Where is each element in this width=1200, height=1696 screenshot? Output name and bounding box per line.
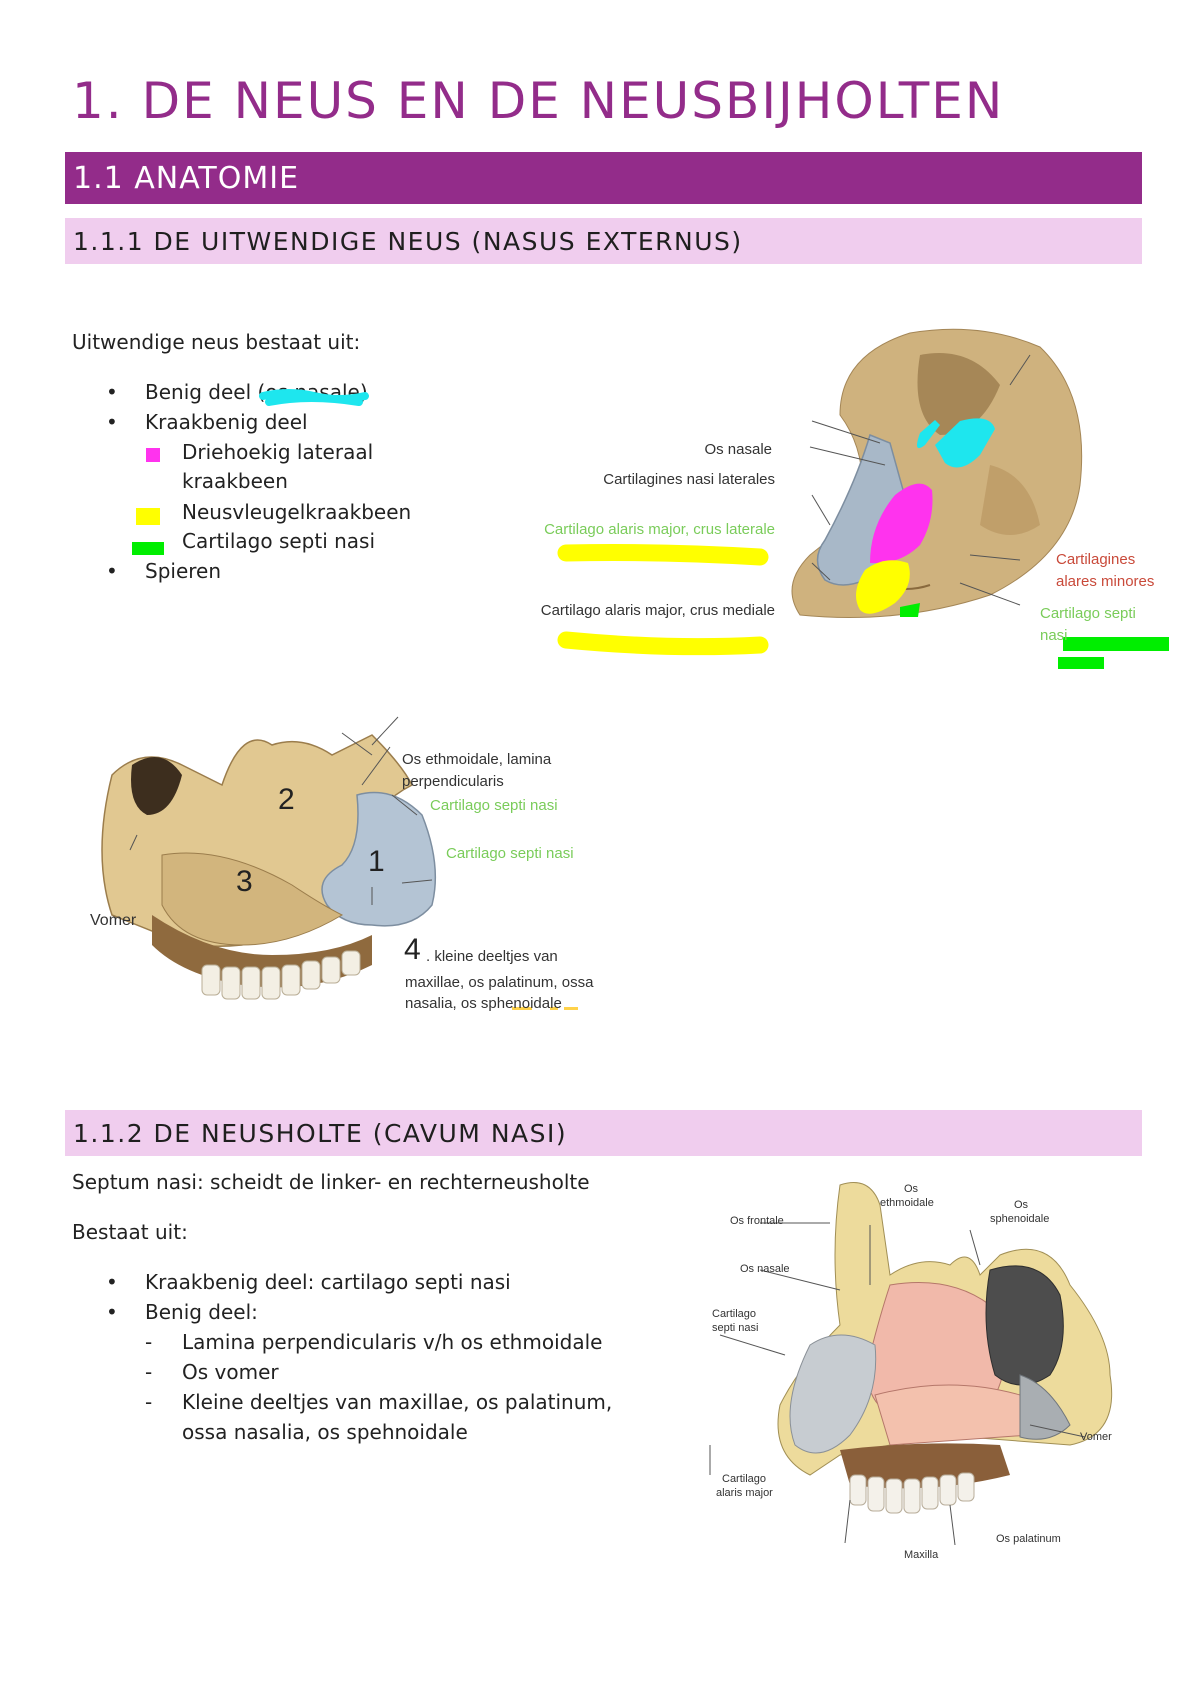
list-item-spieren: Spieren — [145, 559, 222, 583]
label-ethmoidale-2: perpendicularis — [402, 773, 504, 790]
label-maxilla: Maxilla — [904, 1549, 939, 1561]
label-septi-1: Cartilago septi — [1040, 605, 1136, 622]
nasal-septum-illustration-icon — [101, 716, 578, 1010]
cyan-scribble-icon — [259, 389, 370, 406]
bullet-icon: • — [106, 1270, 118, 1294]
label-alaris-2: alaris major — [716, 1487, 773, 1499]
magenta-square-icon — [146, 448, 160, 462]
label-nasale: Os nasale — [740, 1263, 790, 1275]
list-item-kleine: Kleine deeltjes van maxillae, os palatin… — [182, 1390, 613, 1414]
list-item-kleine-cont: ossa nasalia, os spehnoidale — [182, 1420, 468, 1444]
label-spheno-1: Os — [1014, 1199, 1029, 1211]
label-kleine-2: maxillae, os palatinum, ossa — [405, 974, 594, 991]
list-item-driehoek-cont: kraakbeen — [182, 469, 288, 493]
label-crus-mediale: Cartilago alaris major, crus mediale — [540, 602, 775, 619]
label-alares-1: Cartilagines — [1056, 551, 1136, 568]
bullet-icon: • — [106, 380, 118, 404]
label-os-nasale: Os nasale — [704, 441, 772, 458]
yellow-square-icon — [136, 508, 160, 525]
label-palatinum: Os palatinum — [996, 1533, 1061, 1545]
bullet-icon: • — [106, 410, 118, 434]
label-cart-1: Cartilago — [712, 1308, 757, 1320]
label-ethmo-1: Os — [904, 1183, 919, 1195]
list-item-benig-2: Benig deel: — [145, 1300, 258, 1324]
label-ethmoidale-1: Os ethmoidale, lamina — [402, 751, 552, 768]
figure-external-nose: Os nasale Cartilagines nasi laterales Ca… — [540, 325, 1180, 685]
subsection-heading-neusholte: 1.1.2 DE NEUSHOLTE (CAVUM NASI) — [65, 1110, 1142, 1156]
bestaat-text: Bestaat uit: — [72, 1220, 188, 1244]
label-crus-laterale: Cartilago alaris major, crus laterale — [544, 521, 775, 538]
label-septi-a: Cartilago septi nasi — [430, 797, 558, 814]
cavum-nasi-illustration-icon — [709, 1182, 1113, 1546]
list-item-driehoek: Driehoekig lateraal — [182, 440, 374, 464]
section-heading-text: 1.1 ANATOMIE — [73, 161, 300, 196]
number-3: 3 — [236, 865, 253, 898]
number-1: 1 — [368, 845, 385, 878]
label-alaris-1: Cartilago — [722, 1473, 767, 1485]
highlighted-text: os nasale — [259, 380, 370, 406]
label-septi-b: Cartilago septi nasi — [446, 845, 574, 862]
page-title: 1. DE NEUS EN DE NEUSBIJHOLTEN — [72, 72, 1005, 130]
label-cartilagines-laterales: Cartilagines nasi laterales — [603, 471, 775, 488]
number-2: 2 — [278, 783, 295, 816]
list-item-benig: Benig deel (os nasale) — [145, 380, 370, 406]
label-cart-2: septi nasi — [712, 1322, 759, 1334]
figure-nasal-septum: Os ethmoidale, lamina perpendicularis Ca… — [72, 705, 632, 1035]
label-frontale: Os frontale — [730, 1215, 784, 1227]
septum-text: Septum nasi: scheidt de linker- en recht… — [72, 1170, 590, 1194]
label-spheno-2: sphenoidale — [990, 1213, 1050, 1225]
subsection-heading-uitwendige-neus: 1.1.1 DE UITWENDIGE NEUS (NASUS EXTERNUS… — [65, 218, 1142, 264]
list-item-kraak: Kraakbenig deel — [145, 410, 308, 434]
label-ethmo-2: ethmoidale — [880, 1197, 934, 1209]
subsection-heading-text: 1.1.1 DE UITWENDIGE NEUS (NASUS EXTERNUS… — [73, 227, 743, 256]
list-item-septi: Cartilago septi nasi — [182, 529, 376, 553]
list-item-lamina: Lamina perpendicularis v/h os ethmoidale — [182, 1330, 603, 1354]
label-septi-2: nasi — [1040, 627, 1068, 644]
number-4: 4 — [404, 933, 421, 966]
list-item-vomer: Os vomer — [182, 1360, 279, 1384]
external-nose-illustration-icon — [557, 328, 1169, 669]
subsection-heading-text: 1.1.2 DE NEUSHOLTE (CAVUM NASI) — [73, 1119, 568, 1148]
section-heading-anatomie: 1.1 ANATOMIE — [65, 152, 1142, 204]
label-kleine-1: . kleine deeltjes van — [426, 948, 558, 965]
label-vomer: Vomer — [90, 912, 137, 929]
figure-cavum-nasi: Os frontale Os ethmoidale Os sphenoidale… — [690, 1175, 1170, 1575]
list-item-text: Benig deel ( — [145, 380, 266, 404]
label-kleine-3: nasalia, os sphenoidale — [405, 995, 562, 1012]
list-item-neusvleugel: Neusvleugelkraakbeen — [182, 500, 412, 524]
bullet-icon: • — [106, 559, 118, 583]
dash-icon: - — [145, 1360, 153, 1384]
green-square-icon — [132, 542, 164, 555]
dash-icon: - — [145, 1330, 153, 1354]
label-alares-2: alares minores — [1056, 573, 1155, 590]
list-item-text: ) — [359, 380, 368, 404]
dash-icon: - — [145, 1390, 153, 1414]
bullet-icon: • — [106, 1300, 118, 1324]
label-vomer-3: Vomer — [1080, 1431, 1112, 1443]
intro-text: Uitwendige neus bestaat uit: — [72, 330, 361, 354]
list-item-kraak-2: Kraakbenig deel: cartilago septi nasi — [145, 1270, 511, 1294]
